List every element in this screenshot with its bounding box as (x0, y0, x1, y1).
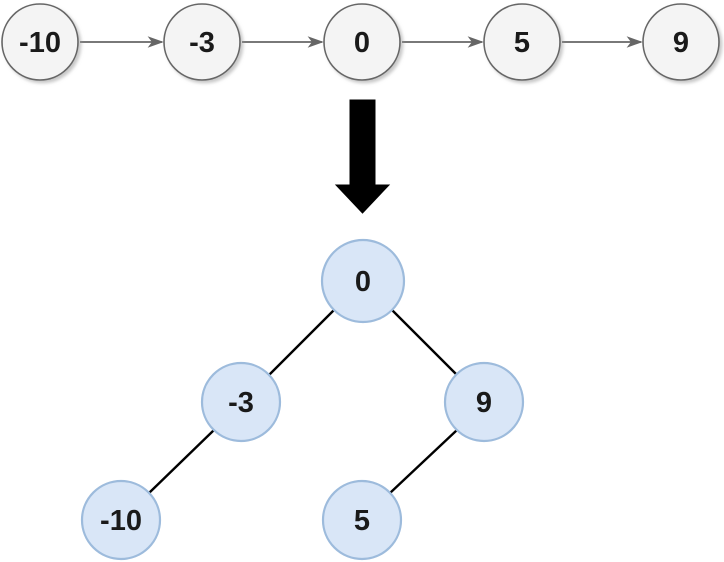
downward-conversion-arrow (334, 99, 391, 214)
linked-list-nodes: -10 -3 0 5 9 (1, 3, 720, 81)
list-node-neg10[interactable]: -10 (1, 3, 79, 81)
tree-node-root[interactable]: 0 (320, 238, 406, 324)
tree-nodes: 0 -3 9 -10 5 (80, 238, 525, 561)
list-node-9[interactable]: 9 (642, 3, 720, 81)
tree-edge-right-to-right-left (388, 428, 459, 495)
conversion-arrow-icon (334, 99, 391, 214)
list-node-0[interactable]: 0 (323, 3, 401, 81)
tree-node-right-left[interactable]: 5 (321, 479, 403, 561)
tree-node-left[interactable]: -3 (200, 361, 282, 443)
tree-node-left-left[interactable]: -10 (80, 479, 162, 561)
tree-node-right[interactable]: 9 (443, 361, 525, 443)
tree-edge-root-to-right (390, 308, 458, 376)
tree-node-right-left-circle[interactable] (321, 479, 403, 561)
tree-node-left-circle[interactable] (200, 361, 282, 443)
list-node-5[interactable]: 5 (483, 3, 561, 81)
tree-node-right-circle[interactable] (443, 361, 525, 443)
tree-edges (147, 308, 459, 495)
tree-node-left-left-circle[interactable] (80, 479, 162, 561)
tree-edge-root-to-left (268, 308, 336, 376)
tree-edge-left-to-left-left (147, 428, 216, 495)
list-node-neg3[interactable]: -3 (163, 3, 241, 81)
list-node-neg10-circle[interactable] (1, 3, 79, 81)
list-node-0-circle[interactable] (323, 3, 401, 81)
list-node-9-circle[interactable] (642, 3, 720, 81)
list-node-neg3-circle[interactable] (163, 3, 241, 81)
list-node-5-circle[interactable] (483, 3, 561, 81)
tree-node-root-circle[interactable] (320, 238, 406, 324)
